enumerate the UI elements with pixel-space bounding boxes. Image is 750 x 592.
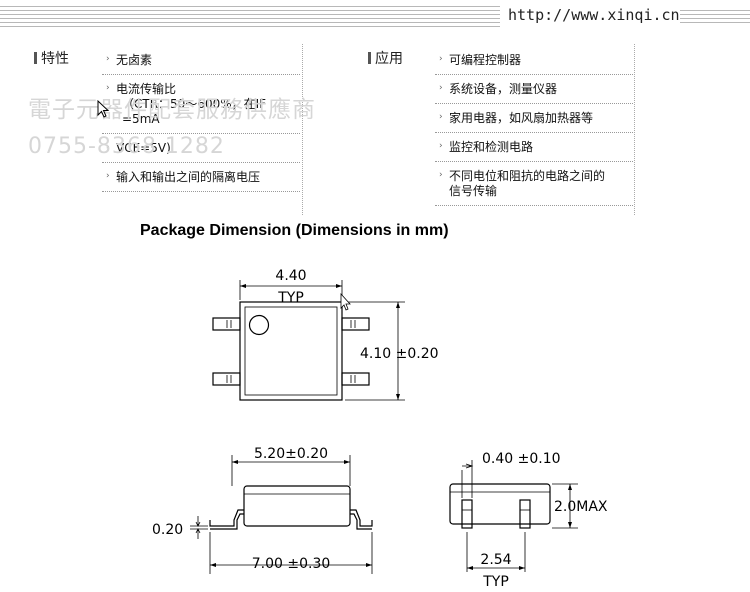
application-item: › 系统设备，测量仪器 — [435, 75, 633, 104]
application-item-text: 系统设备，测量仪器 — [449, 82, 558, 96]
application-item: › 监控和检测电路 — [435, 133, 633, 162]
application-item: › 家用电器，如风扇加热器等 — [435, 104, 633, 133]
top-height-label: 4.10 ±0.20 — [360, 346, 439, 362]
application-item-text: 不同电位和阻抗的电路之间的 — [449, 169, 606, 183]
lead-end-right — [519, 499, 531, 529]
bullet-arrow-icon: › — [106, 83, 110, 93]
features-list: › 无卤素 › 电流传输比（CTR：50～600%，在IF=5mA › VCE=5V) › 输… — [102, 46, 300, 192]
application-item: › 不同电位和阻抗的电路之间的信号传输 — [435, 162, 633, 206]
bullet-arrow-icon: › — [439, 141, 443, 151]
top-width-label: 4.40 — [275, 268, 306, 284]
application-item-text: 监控和检测电路 — [449, 140, 534, 154]
site-url[interactable]: http://www.xinqi.cn — [508, 6, 680, 24]
pointer-icon — [340, 292, 351, 311]
heading-bar-icon — [34, 52, 37, 64]
feature-item: › 电流传输比（CTR：50～600%，在IF=5mA — [102, 75, 300, 134]
lead-left-bottom — [212, 372, 241, 386]
side-thickness-label: 0.20 — [152, 522, 183, 538]
applications-list: › 可编程控制器 › 系统设备，测量仪器 › 家用电器，如风扇加热器等 › 监控和检测电路 › 不… — [435, 46, 633, 206]
bullet-arrow-icon: › — [106, 171, 110, 181]
end-view-drawing: 0.40 ±0.10 2.0MAX 2.54 TYP — [449, 451, 608, 590]
feature-item-text: 电流传输比 — [116, 82, 177, 96]
features-title: 特性 — [41, 51, 69, 67]
applications-divider — [634, 44, 635, 215]
side-overall-width-label: 7.00 ±0.30 — [252, 556, 331, 572]
features-divider — [302, 44, 303, 215]
application-item-text: 家用电器，如风扇加热器等 — [449, 111, 594, 125]
feature-item-text: 输入和输出之间的隔离电压 — [116, 170, 261, 184]
end-lead-width-label: 0.40 ±0.10 — [482, 451, 561, 467]
applications-title: 应用 — [375, 51, 403, 67]
features-heading: 特性 — [34, 48, 69, 68]
feature-item: › 输入和输出之间的隔离电压 — [102, 163, 300, 192]
feature-item-text: 无卤素 — [116, 53, 153, 67]
bullet-arrow-icon: › — [439, 170, 443, 180]
feature-item-text: =5mA — [122, 112, 160, 126]
lead-right-bottom — [341, 372, 370, 386]
feature-item: › 无卤素 — [102, 46, 300, 75]
lead-right-top — [341, 317, 370, 331]
bullet-arrow-icon: › — [106, 54, 110, 64]
package-body-side — [243, 485, 351, 527]
application-item: › 可编程控制器 — [435, 46, 633, 75]
side-view-drawing: 5.20±0.20 0.20 7.00 ±0.30 — [152, 446, 373, 574]
package-dimension-title: Package Dimension (Dimensions in mm) — [140, 222, 449, 239]
bullet-arrow-icon: › — [439, 112, 443, 122]
top-width-note: TYP — [277, 290, 304, 306]
heading-bar-icon — [368, 52, 371, 64]
application-item-text: 信号传输 — [449, 184, 498, 198]
feature-item-text: （CTR：50～600%，在IF — [122, 97, 267, 111]
bullet-arrow-icon: › — [106, 142, 110, 152]
top-view-drawing: 4.40 TYP 4.10 ±0.20 — [212, 268, 439, 401]
package-body-end — [449, 483, 551, 525]
feature-item: › VCE=5V) — [102, 134, 300, 163]
end-pitch-note: TYP — [482, 574, 509, 590]
pin1-marker-icon — [248, 314, 270, 336]
end-height-label: 2.0MAX — [554, 499, 608, 515]
applications-heading: 应用 — [368, 48, 403, 68]
bullet-arrow-icon: › — [439, 54, 443, 64]
end-pitch-label: 2.54 — [480, 552, 511, 568]
lead-end-left — [461, 499, 473, 529]
package-body-top — [239, 301, 343, 401]
feature-item-text: VCE=5V) — [116, 141, 171, 155]
mouse-cursor-icon — [97, 100, 110, 118]
bullet-arrow-icon: › — [439, 83, 443, 93]
lead-left-top — [212, 317, 241, 331]
application-item-text: 可编程控制器 — [449, 53, 522, 67]
header-decor-lines — [0, 6, 500, 28]
header-decor-tail — [680, 10, 750, 26]
side-body-width-label: 5.20±0.20 — [254, 446, 328, 462]
